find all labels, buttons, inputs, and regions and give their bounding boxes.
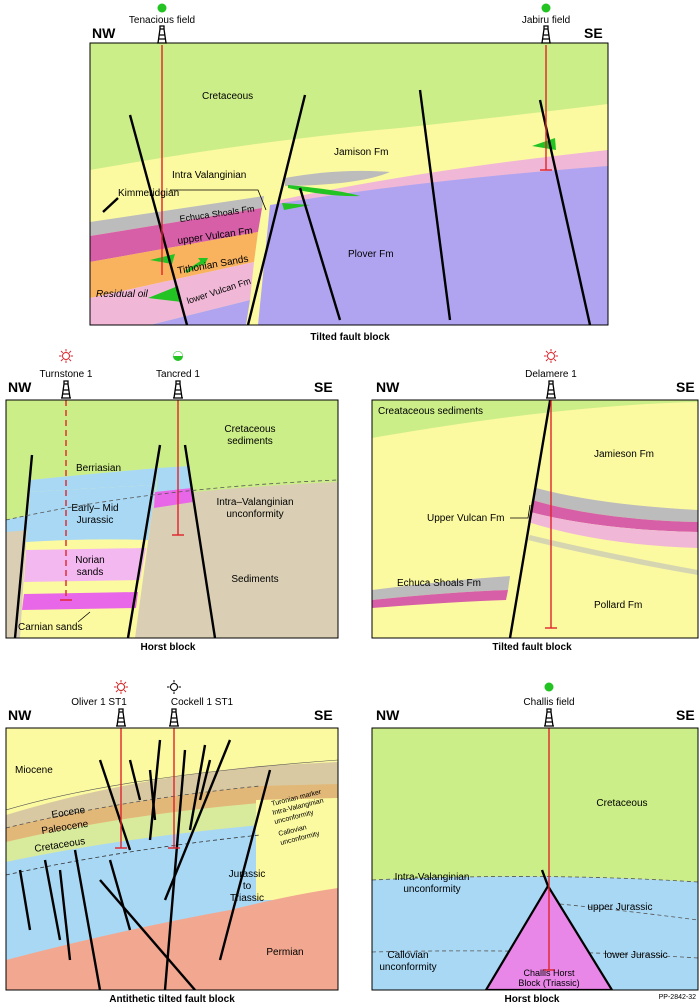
layer-label: Block (Triassic) xyxy=(518,978,579,988)
dry-hole-black-icon xyxy=(167,680,181,694)
panel-mid-left-horst-block: NW SE Turnstone 1 Tancred 1 Cretaceous s… xyxy=(5,348,339,653)
figure-reference: PP-2842-32 xyxy=(659,994,696,1001)
layer-label: Triassic xyxy=(230,893,264,904)
dir-nw: NW xyxy=(8,707,32,723)
layer-label: Jurassic xyxy=(77,515,114,526)
layer-label: to xyxy=(243,881,252,892)
layer-label: Intra-Valanginian xyxy=(395,872,470,883)
rig-icon xyxy=(60,380,72,399)
layer-label: unconformity xyxy=(403,884,460,895)
layer-label: Jamieson Fm xyxy=(594,449,654,460)
dir-nw: NW xyxy=(376,707,400,723)
dir-se: SE xyxy=(676,379,695,395)
layer-label: Cretaceous xyxy=(224,424,275,435)
layer-label: Jamison Fm xyxy=(334,147,388,158)
layer-label: Early– Mid xyxy=(71,503,118,514)
dry-hole-icon xyxy=(113,679,129,695)
layer-label: Kimmeridgian xyxy=(118,188,179,199)
layer-label: upper Jurassic xyxy=(587,902,652,913)
rig-icon xyxy=(172,380,184,399)
panel-caption: Tilted fault block xyxy=(492,642,572,653)
panel-bottom-right-horst-block: NW SE Challis field Cretaceous Intra-Val… xyxy=(371,682,699,1005)
oil-accumulation xyxy=(288,185,360,197)
layer-label: sands xyxy=(77,567,104,578)
layer-label: Jurassic xyxy=(229,869,266,880)
well-label: Oliver 1 ST1 xyxy=(71,697,127,708)
layer-label: Echuca Shoals Fm xyxy=(397,578,481,589)
panel-caption: Horst block xyxy=(140,642,195,653)
dir-se: SE xyxy=(584,25,603,41)
panel-bottom-left-antithetic-block: NW SE Oliver 1 ST1 Cockell 1 ST1 Miocene… xyxy=(5,679,339,1005)
layer-label: Challis Horst xyxy=(523,968,575,978)
layer-label: Residual oil xyxy=(96,289,148,300)
dir-se: SE xyxy=(676,707,695,723)
layer-label: Sediments xyxy=(231,574,278,585)
rig-icon xyxy=(115,708,127,727)
layer-label: lower Jurassic xyxy=(604,950,667,961)
layer-label: Norian xyxy=(75,555,104,566)
layer-label: Permian xyxy=(266,947,303,958)
dir-nw: NW xyxy=(92,25,116,41)
layer-label: Cretaceous xyxy=(596,798,647,809)
panel-caption: Antithetic tilted fault block xyxy=(109,994,235,1005)
rig-icon xyxy=(545,380,557,399)
dry-hole-icon xyxy=(543,348,559,364)
dir-nw: NW xyxy=(376,379,400,395)
layer-label: unconformity xyxy=(226,509,283,520)
rig-icon xyxy=(156,25,168,44)
panel-top-tilted-fault-block: NW SE Tenacious field Jabiru field Creta… xyxy=(89,3,609,343)
layer-label: Cretaceous xyxy=(202,91,253,102)
layer-label: Callovian xyxy=(387,950,428,961)
rig-icon xyxy=(168,708,180,727)
layer-label: Plover Fm xyxy=(348,249,394,260)
well-label: Tancred 1 xyxy=(156,369,200,380)
layer-label: Berriasian xyxy=(76,463,121,474)
layer-label: Pollard Fm xyxy=(594,600,642,611)
dir-nw: NW xyxy=(8,379,32,395)
layer-label: Upper Vulcan Fm xyxy=(427,513,504,524)
panel-caption: Horst block xyxy=(504,994,559,1005)
oil-discovery-icon xyxy=(541,3,551,13)
layer-label: unconformity xyxy=(379,962,436,973)
rig-icon xyxy=(543,708,555,727)
layer-label: Carnian sands xyxy=(18,622,82,633)
panel-caption: Tilted fault block xyxy=(310,332,390,343)
well-label: Turnstone 1 xyxy=(40,369,93,380)
well-label: Tenacious field xyxy=(129,15,195,26)
layer-label: Intra–Valanginian xyxy=(216,497,293,508)
well-label: Cockell 1 ST1 xyxy=(171,697,234,708)
layer-label: Eocene xyxy=(51,805,87,821)
rig-icon xyxy=(540,25,552,44)
layer-label: Intra Valanginian xyxy=(172,170,246,181)
well-label: Delamere 1 xyxy=(525,369,577,380)
well-label: Challis field xyxy=(523,697,574,708)
oil-discovery-icon xyxy=(544,682,554,692)
dry-hole-icon xyxy=(58,348,74,364)
layer-label: Creataceous sediments xyxy=(378,406,483,417)
panel-mid-right-tilted-fault-block: NW SE Delamere 1 Creataceous sediments J… xyxy=(371,348,699,653)
layer-label: sediments xyxy=(227,436,273,447)
dir-se: SE xyxy=(314,379,333,395)
well-label: Jabiru field xyxy=(522,15,570,26)
layer-label: Miocene xyxy=(15,765,53,776)
dir-se: SE xyxy=(314,707,333,723)
oil-discovery-icon xyxy=(157,3,167,13)
